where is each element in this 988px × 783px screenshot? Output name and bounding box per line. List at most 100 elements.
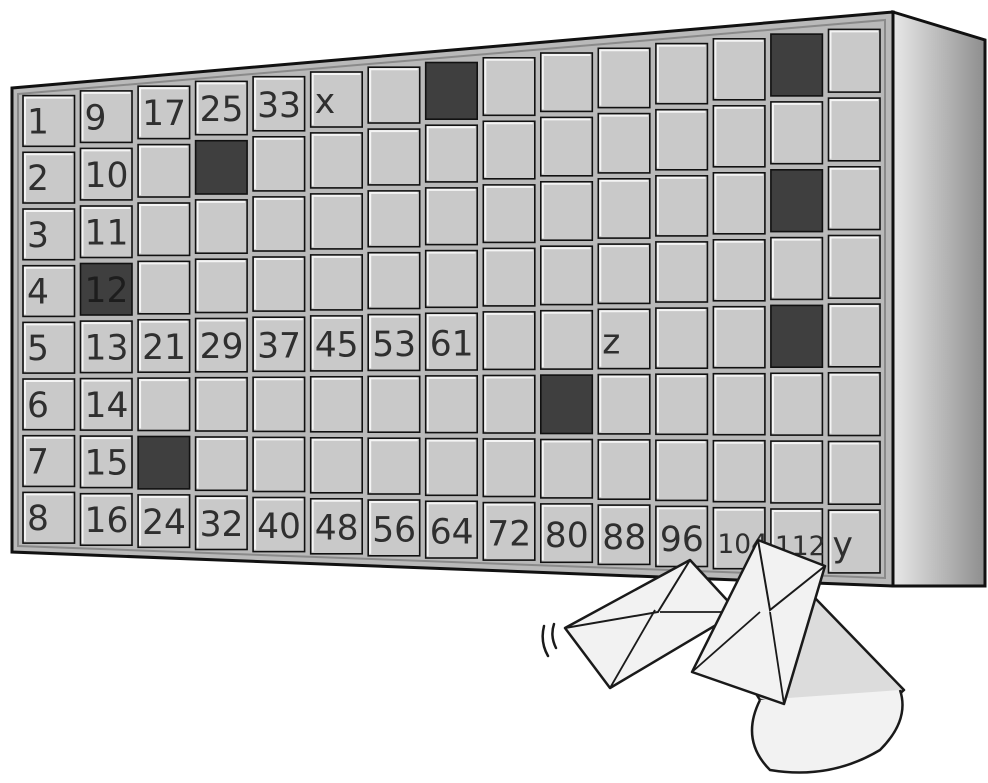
pigeonhole-cell bbox=[309, 193, 364, 250]
envelope-fold-line bbox=[691, 611, 761, 673]
cell-label: 10 bbox=[85, 156, 129, 196]
pigeonhole-cell bbox=[770, 304, 824, 368]
cell-empty bbox=[712, 305, 766, 369]
cell-bevel bbox=[139, 379, 188, 429]
pigeonhole-cell bbox=[539, 374, 594, 435]
pigeonhole-cell bbox=[597, 47, 651, 109]
cell-empty bbox=[252, 376, 306, 433]
cell-bevel bbox=[714, 106, 763, 165]
cell-empty bbox=[137, 202, 191, 257]
cell-empty bbox=[712, 172, 766, 235]
pigeonhole-cell: 10 bbox=[79, 147, 133, 201]
cell-bevel bbox=[311, 499, 361, 552]
pigeonhole-cell bbox=[194, 258, 248, 314]
cell-bevel bbox=[311, 194, 361, 247]
cell-bevel bbox=[714, 173, 763, 232]
cell-bevel bbox=[81, 437, 131, 486]
cell-empty bbox=[827, 234, 881, 300]
cell-empty bbox=[424, 375, 479, 434]
cell-filled bbox=[424, 61, 479, 121]
cell-bevel bbox=[426, 314, 476, 368]
pigeonhole-cell bbox=[252, 436, 306, 493]
cell-bevel bbox=[139, 145, 188, 195]
cell-bevel bbox=[311, 316, 361, 369]
cell-bevel bbox=[714, 441, 763, 500]
pigeonhole-cell: 64 bbox=[424, 500, 479, 559]
cell-empty bbox=[655, 241, 709, 303]
cell-empty bbox=[712, 105, 766, 168]
cell-bevel bbox=[599, 440, 648, 498]
cell-empty bbox=[309, 315, 364, 372]
pigeonhole-cell bbox=[309, 254, 364, 311]
cell-bevel bbox=[254, 77, 303, 129]
cell-empty bbox=[482, 184, 536, 244]
cell-label: 96 bbox=[660, 520, 704, 560]
pigeonhole-cell bbox=[482, 438, 536, 498]
cell-empty bbox=[827, 509, 881, 574]
cell-bevel bbox=[714, 374, 763, 433]
pigeonhole-cell bbox=[194, 436, 248, 492]
pigeonhole-cell: 4 bbox=[22, 264, 76, 318]
cell-empty bbox=[79, 492, 133, 547]
cell-bevel bbox=[656, 110, 706, 168]
cell-bevel bbox=[541, 182, 591, 239]
cell-filled bbox=[539, 374, 594, 435]
cell-bevel bbox=[139, 320, 188, 371]
cell-label: 7 bbox=[27, 443, 49, 483]
pigeonhole-cell bbox=[770, 169, 824, 233]
cabinet-side-panel bbox=[891, 9, 987, 588]
pigeonhole-cell bbox=[424, 187, 479, 246]
pigeonhole-cell bbox=[827, 234, 881, 300]
cell-empty bbox=[655, 439, 709, 502]
cell-bevel bbox=[541, 311, 591, 368]
cell-label: z bbox=[602, 322, 620, 362]
cell-bevel bbox=[24, 210, 73, 258]
cell-empty bbox=[252, 436, 306, 493]
pigeonhole-cell bbox=[712, 239, 766, 302]
pigeonhole-cell bbox=[712, 439, 766, 503]
cell-empty bbox=[770, 440, 824, 504]
cell-bevel bbox=[541, 118, 591, 174]
pigeonhole-cell: 29 bbox=[194, 317, 248, 373]
cell-filled bbox=[194, 139, 248, 195]
cell-bevel bbox=[369, 501, 418, 554]
pigeonhole-cell bbox=[655, 175, 709, 237]
cell-empty bbox=[367, 66, 421, 124]
cell-empty bbox=[79, 435, 133, 489]
pigeonhole-cell bbox=[770, 440, 824, 504]
cell-label: 21 bbox=[142, 328, 186, 368]
cell-bevel bbox=[196, 438, 246, 489]
pigeonhole-cell bbox=[482, 311, 536, 371]
envelope-fold-line bbox=[769, 611, 785, 705]
pigeonhole-cell bbox=[539, 309, 594, 370]
cell-empty bbox=[597, 308, 651, 370]
cell-empty bbox=[252, 256, 306, 312]
pigeonhole-cell bbox=[770, 33, 824, 97]
pigeonhole-cell bbox=[655, 439, 709, 502]
pigeonhole-cell bbox=[137, 143, 191, 198]
pigeonhole-cell: y bbox=[827, 509, 881, 574]
pigeonhole-cell bbox=[252, 256, 306, 312]
cell-empty bbox=[194, 80, 248, 136]
pigeonhole-cell bbox=[367, 375, 421, 433]
envelope-flap bbox=[757, 539, 826, 612]
cell-bevel bbox=[656, 441, 706, 499]
cell-empty bbox=[712, 372, 766, 436]
cell-empty bbox=[22, 264, 76, 318]
cell-empty bbox=[539, 503, 594, 564]
cell-bevel bbox=[426, 502, 476, 556]
cell-bevel bbox=[24, 493, 73, 542]
cell-label: 48 bbox=[315, 509, 359, 549]
cell-empty bbox=[137, 85, 191, 140]
pigeonhole-cell bbox=[770, 101, 824, 165]
pigeonhole-cell: 88 bbox=[597, 504, 651, 566]
pigeonhole-cell bbox=[137, 202, 191, 257]
pigeonhole-cell bbox=[482, 120, 536, 180]
pigeonhole-cell bbox=[827, 28, 881, 93]
cell-bevel bbox=[81, 149, 131, 198]
cell-empty bbox=[827, 28, 881, 93]
cell-bevel bbox=[24, 436, 73, 485]
pigeonhole-cell bbox=[194, 376, 248, 432]
cell-empty bbox=[194, 376, 248, 432]
cell-empty bbox=[137, 318, 191, 373]
